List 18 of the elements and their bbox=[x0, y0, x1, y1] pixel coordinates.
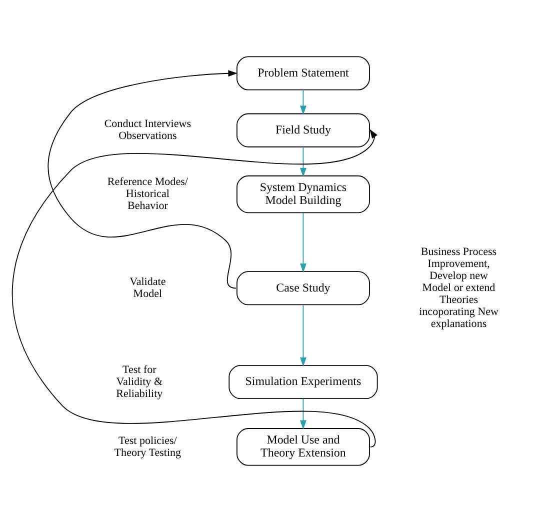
node-box: Case Study bbox=[236, 271, 370, 306]
node-box: Simulation Experiments bbox=[228, 365, 378, 400]
node-box: Problem Statement bbox=[236, 56, 370, 90]
label: Test for Validity & Reliability bbox=[116, 364, 163, 400]
label: Conduct Interviews Observations bbox=[104, 118, 192, 142]
label: Validate Model bbox=[130, 276, 166, 300]
node-box: System Dynamics Model Building bbox=[236, 175, 370, 214]
node-box: Model Use and Theory Extension bbox=[236, 428, 370, 466]
arrow bbox=[300, 304, 306, 367]
arrow bbox=[300, 146, 306, 178]
arrow bbox=[300, 398, 306, 430]
label: Test policies/ Theory Testing bbox=[114, 434, 182, 459]
label: Business Process Improvement, Develop new Model or extend Theories incoporating New explanations bbox=[419, 246, 498, 330]
arrow bbox=[300, 212, 306, 273]
label: Reference Modes/ Historical Behavior bbox=[107, 176, 188, 212]
arrow bbox=[300, 89, 306, 115]
arrow bbox=[12, 129, 378, 448]
node-box: Field Study bbox=[236, 113, 370, 148]
